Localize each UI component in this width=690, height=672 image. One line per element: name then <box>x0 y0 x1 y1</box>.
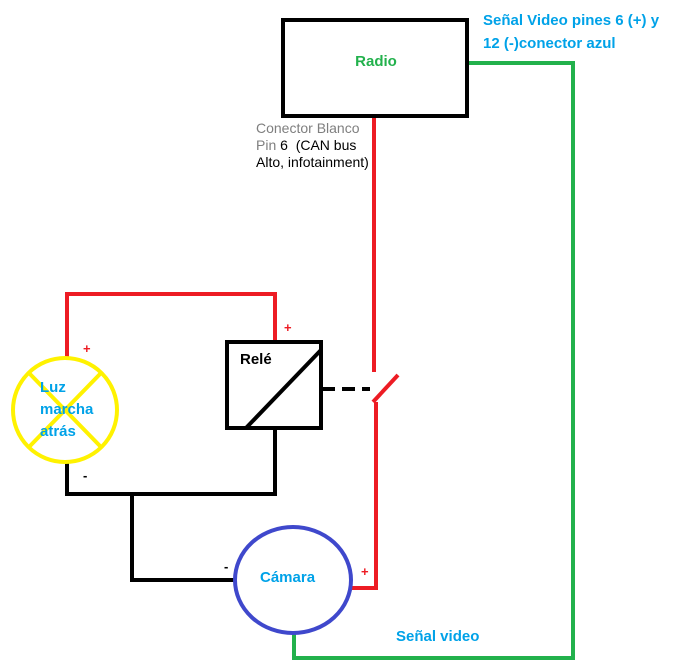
connector-note-line3: Alto, infotainment) <box>256 154 369 170</box>
relay-plus-sign: + <box>284 320 292 335</box>
camera-circle <box>233 525 353 635</box>
camera-minus-sign: - <box>224 559 228 574</box>
camera-plus-sign: + <box>361 564 369 579</box>
video-wire <box>292 61 575 660</box>
ground-wire-lamp-relay <box>65 428 277 496</box>
ground-wire-camera <box>130 494 236 582</box>
can-wire-lower <box>352 402 378 590</box>
switch-blade <box>371 373 400 404</box>
lamp-label-line1: Luz <box>40 379 66 396</box>
radio-box <box>281 18 469 118</box>
lamp-plus-sign: + <box>83 341 91 356</box>
connector-note-pin-prefix: Pin <box>256 137 280 153</box>
camera-label: Cámara <box>260 569 316 586</box>
connector-note-pin-number: 6 <box>280 137 288 153</box>
lamp-minus-sign: - <box>83 468 87 483</box>
connector-note-line1: Conector Blanco <box>256 120 360 136</box>
video-pins-note-line2: 12 (-)conector azul <box>483 35 616 52</box>
radio-label: Radio <box>355 53 397 70</box>
relay-label: Relé <box>240 351 272 368</box>
video-pins-note-line1: Señal Video pines 6 (+) y <box>483 12 660 29</box>
relay-box <box>225 340 323 430</box>
connector-note-pin-suffix: (CAN bus <box>288 137 356 153</box>
lamp-label-line2: marcha <box>40 401 94 418</box>
video-signal-label: Señal video <box>396 628 479 645</box>
lamp-label-line3: atrás <box>40 423 76 440</box>
relay-coil-diagonal <box>244 348 323 430</box>
connector-note-line2: Pin 6 (CAN bus <box>256 137 356 153</box>
backup-lamp: Luz marcha atrás <box>11 356 119 464</box>
power-wire <box>65 292 277 360</box>
